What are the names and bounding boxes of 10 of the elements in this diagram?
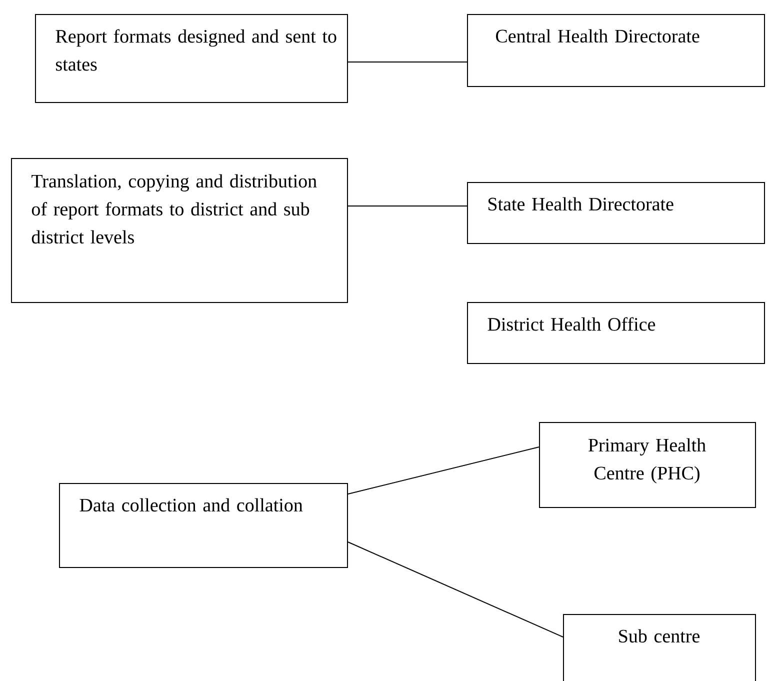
connector-line (348, 446, 540, 494)
connector-line (348, 542, 564, 638)
process-box: Translation, copying and distribution of report formats to district and sub district levels (11, 158, 348, 303)
process-box: Central Health Directorate (467, 14, 765, 87)
process-box: District Health Office (467, 302, 765, 364)
process-box: Data collection and collation (59, 483, 348, 568)
process-box: Primary Health Centre (PHC) (539, 422, 756, 508)
process-box: State Health Directorate (467, 182, 765, 244)
process-box: Report formats designed and sent to states (35, 14, 348, 103)
process-box: Sub centre (563, 614, 756, 681)
